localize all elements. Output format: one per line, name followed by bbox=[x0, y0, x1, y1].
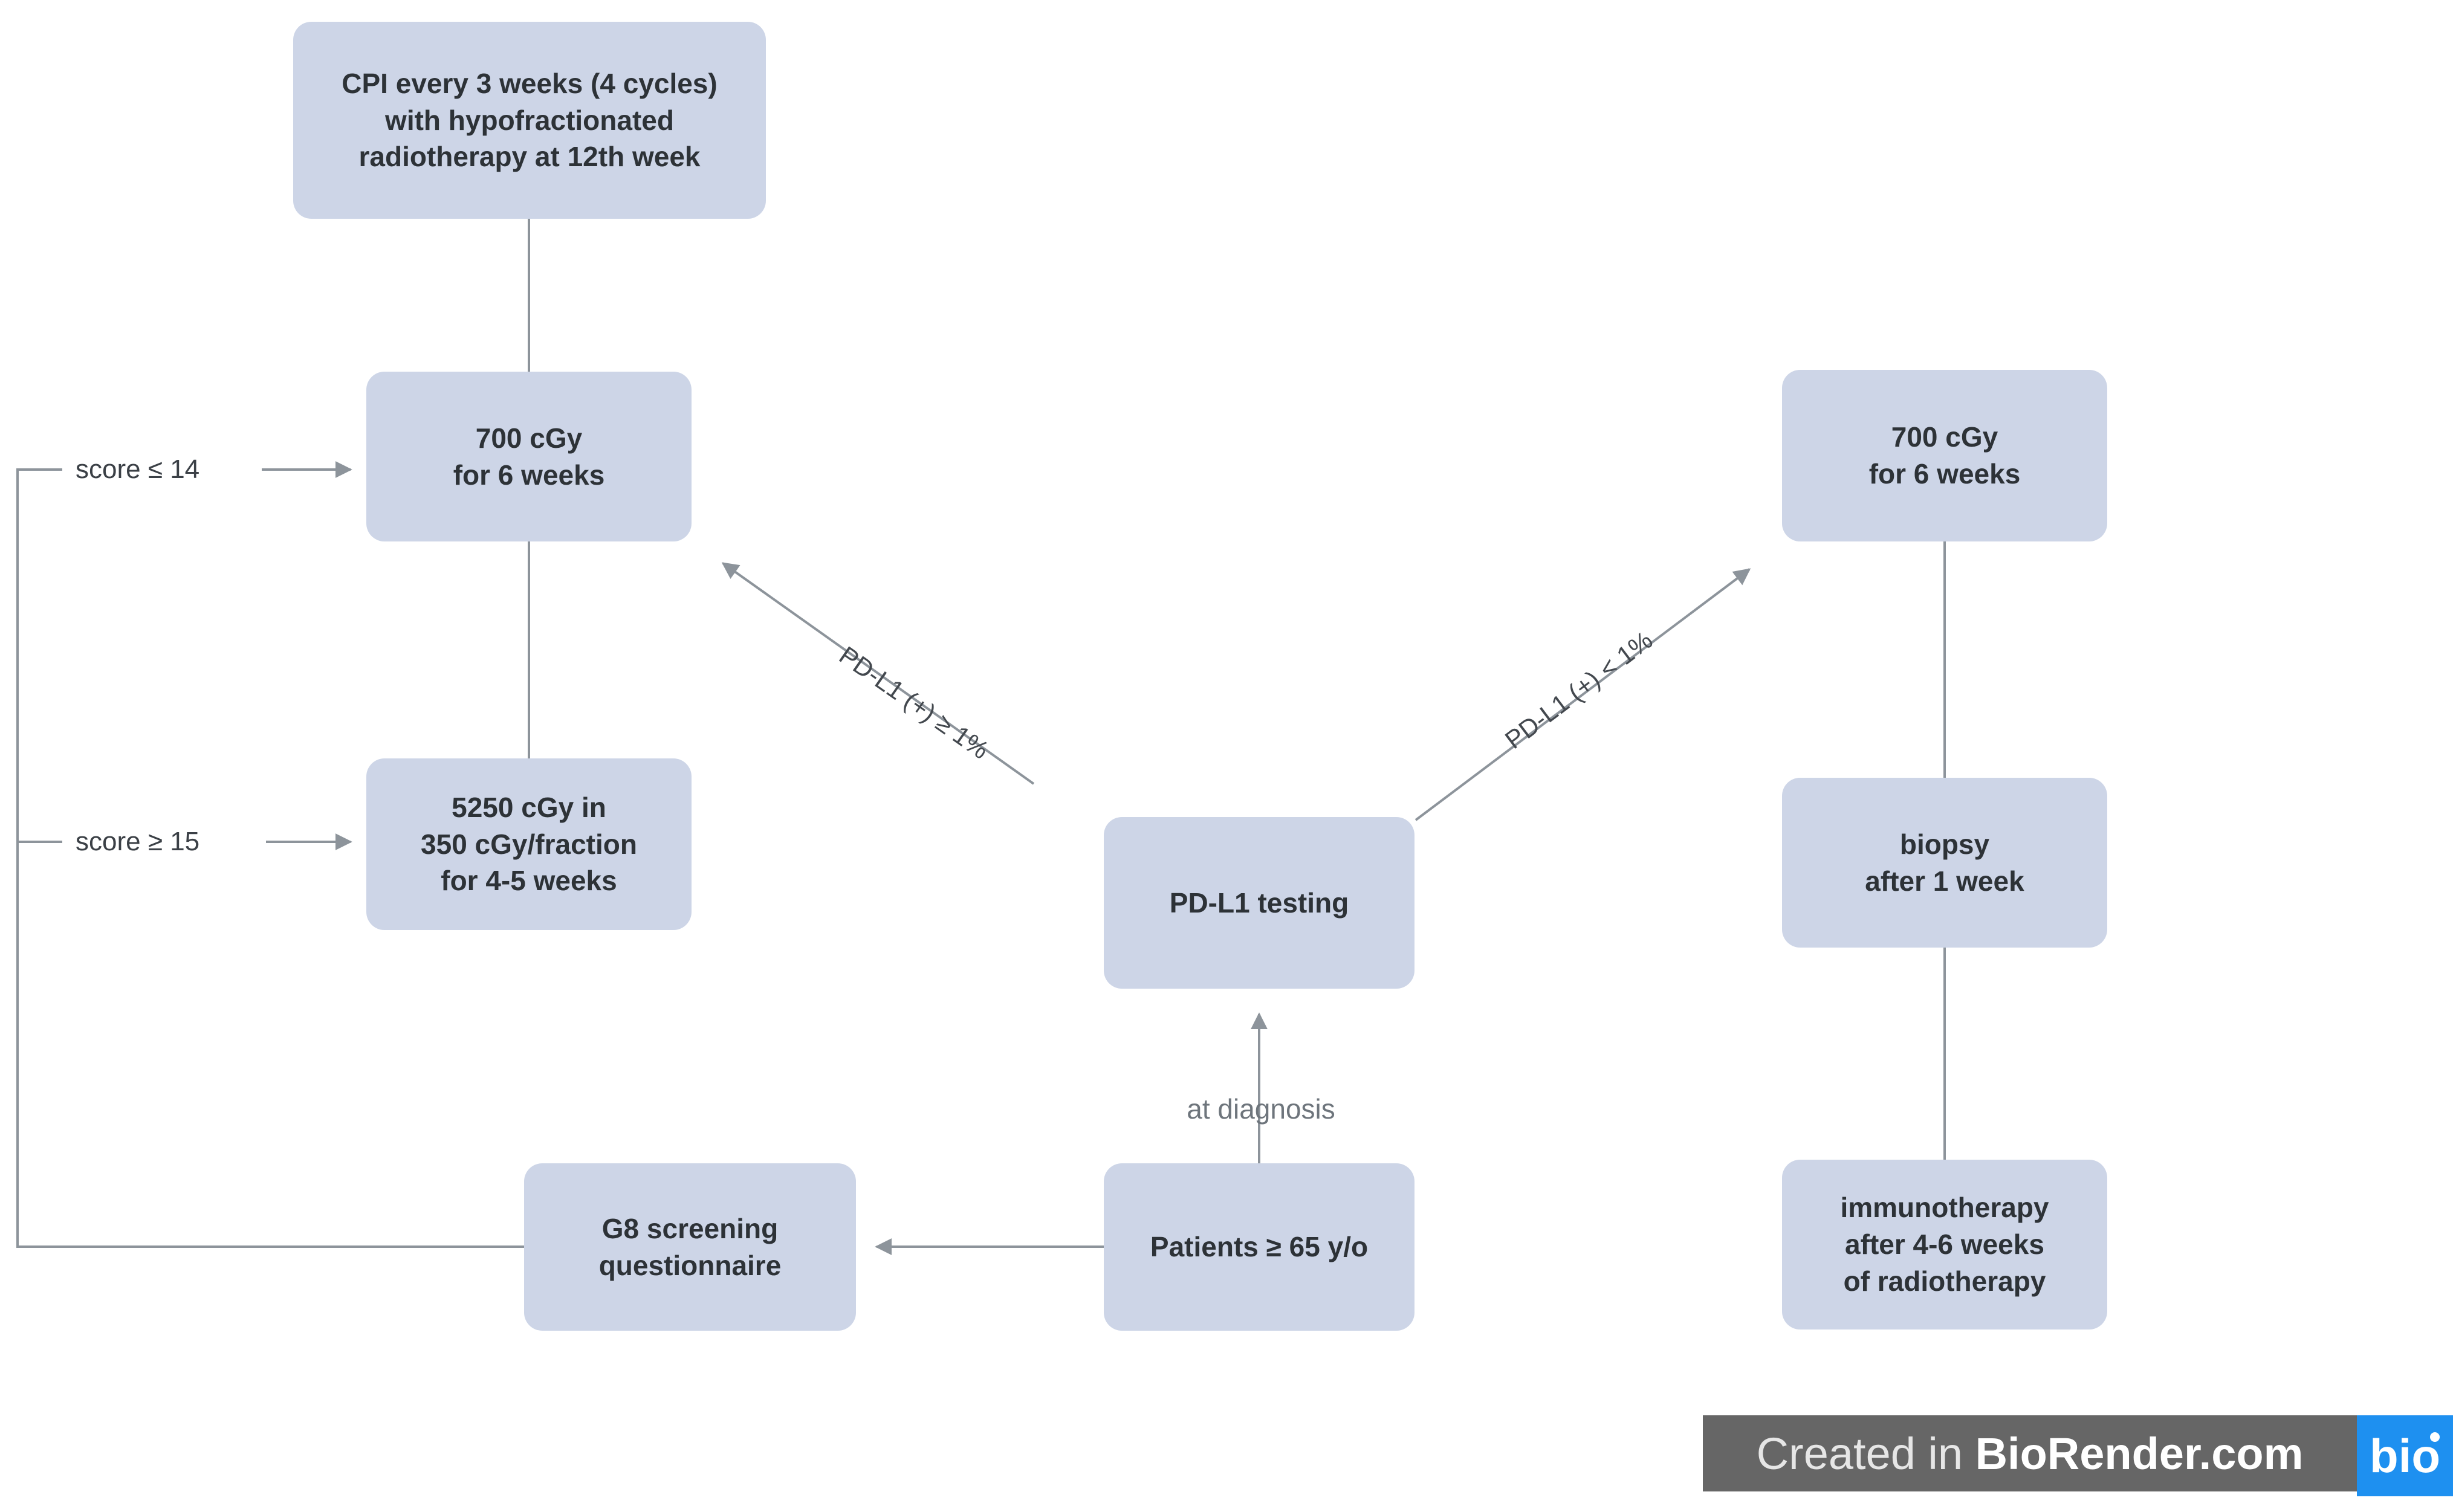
arrow-pdl1-negative bbox=[1414, 568, 1751, 821]
box-pdl1-testing: PD-L1 testing bbox=[1104, 817, 1414, 989]
label-at-diagnosis: at diagnosis bbox=[1187, 1093, 1335, 1125]
box-700cgy-right: 700 cGy for 6 weeks bbox=[1782, 370, 2107, 541]
box-g8-questionnaire: G8 screening questionnaire bbox=[524, 1163, 856, 1331]
box-biopsy: biopsy after 1 week bbox=[1782, 778, 2107, 948]
label-score-ge-15: score ≥ 15 bbox=[76, 827, 200, 856]
arrow-pdl1-positive bbox=[721, 562, 1035, 785]
box-patients-65: Patients ≥ 65 y/o bbox=[1104, 1163, 1414, 1331]
box-immunotherapy: immunotherapy after 4-6 weeks of radioth… bbox=[1782, 1160, 2107, 1329]
bracket-g8-to-scores bbox=[16, 468, 524, 1248]
watermark-brand-text: BioRender.com bbox=[1975, 1428, 2304, 1479]
biorender-logo-dot-icon bbox=[2430, 1432, 2440, 1442]
biorender-logo: bio bbox=[2357, 1415, 2453, 1496]
label-score-le-14: score ≤ 14 bbox=[76, 454, 200, 484]
box-cpi-regimen: CPI every 3 weeks (4 cycles) with hypofr… bbox=[293, 22, 766, 219]
biorender-watermark: Created in BioRender.com bbox=[1703, 1415, 2357, 1491]
box-700cgy-left: 700 cGy for 6 weeks bbox=[366, 372, 692, 541]
biorender-logo-text: bio bbox=[2370, 1429, 2440, 1482]
watermark-created-in-text: Created in bbox=[1756, 1428, 1975, 1479]
box-5250cgy: 5250 cGy in 350 cGy/fraction for 4-5 wee… bbox=[366, 758, 692, 930]
